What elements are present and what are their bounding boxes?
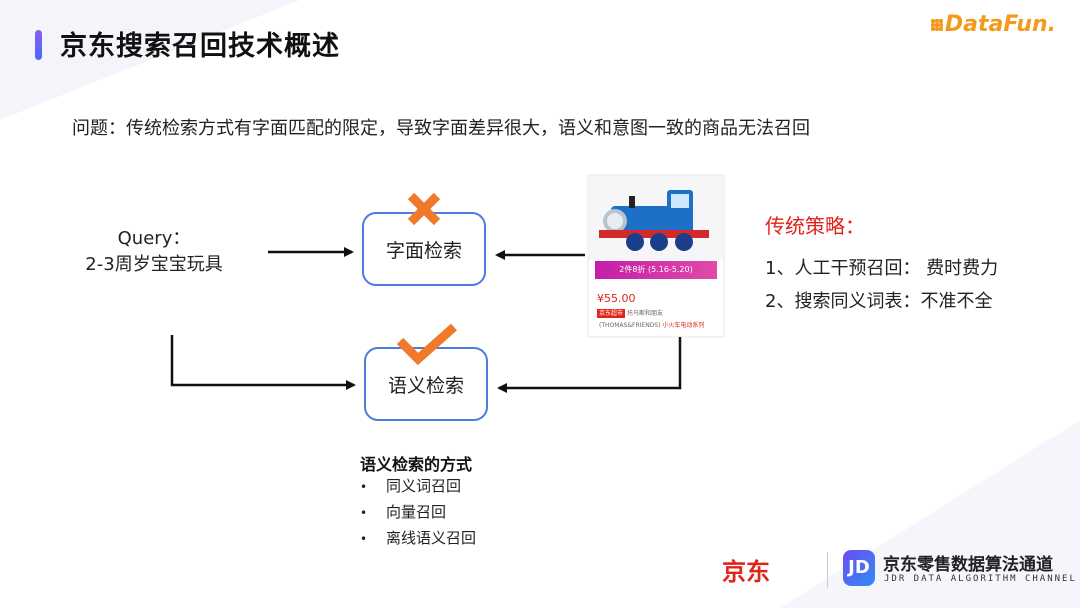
datafun-logo: DataFun.: [930, 12, 1056, 37]
strategy-item: 2、搜索同义词表：不准不全: [765, 291, 993, 312]
semantic-search-box: 语义检索: [364, 347, 488, 421]
product-card: 2件8折 (5.16-5.20) ¥55.00 京东超市 托马斯和朋友 (THO…: [588, 175, 724, 337]
channel-badge-icon: JD: [843, 550, 875, 586]
datafun-dots-icon: [930, 19, 943, 31]
promo-banner: 2件8折 (5.16-5.20): [595, 261, 717, 279]
product-series: 小火车电动系列: [662, 322, 705, 329]
cross-icon: [407, 192, 441, 226]
title-accent-bar: [35, 30, 42, 60]
list-item: •同义词召回: [360, 477, 462, 495]
query-label: Query： 2-3周岁宝宝玩具: [84, 226, 224, 278]
product-desc: (THOMAS&FRIENDS) 小火车电动系列: [599, 321, 704, 330]
list-item: •离线语义召回: [360, 529, 477, 547]
datafun-logo-text: DataFun.: [944, 12, 1056, 37]
arrow-query-to-semantic: [170, 335, 356, 390]
product-brand: (THOMAS&FRIENDS): [599, 322, 661, 329]
arrow-product-to-semantic: [497, 337, 682, 393]
store-tag: 京东超市: [597, 309, 626, 318]
check-icon: [396, 323, 457, 366]
toy-train-image: [589, 176, 723, 260]
footer-divider: [827, 552, 828, 588]
list-item: •向量召回: [360, 503, 447, 521]
strategy-title: 传统策略：: [765, 214, 865, 238]
product-name: 托马斯和朋友: [627, 310, 664, 317]
product-price: ¥55.00: [597, 292, 636, 305]
literal-search-label: 字面检索: [385, 239, 462, 262]
strategy-item: 1、人工干预召回： 费时费力: [765, 258, 999, 279]
jd-logo: 京东: [722, 558, 770, 586]
query-text: 2-3周岁宝宝玩具: [85, 254, 223, 275]
problem-statement: 问题：传统检索方式有字面匹配的限定，导致字面差异很大，语义和意图一致的商品无法召…: [72, 118, 810, 139]
channel-name-en: JDR DATA ALGORITHM CHANNEL: [884, 574, 1077, 584]
query-title: Query：: [117, 228, 191, 249]
page-title: 京东搜索召回技术概述: [60, 31, 340, 62]
semantic-search-label: 语义检索: [387, 374, 464, 397]
semantic-methods-list: •同义词召回 •向量召回 •离线语义召回: [360, 474, 476, 552]
semantic-methods-title: 语义检索的方式: [360, 455, 473, 474]
channel-name-cn: 京东零售数据算法通道: [883, 555, 1053, 575]
